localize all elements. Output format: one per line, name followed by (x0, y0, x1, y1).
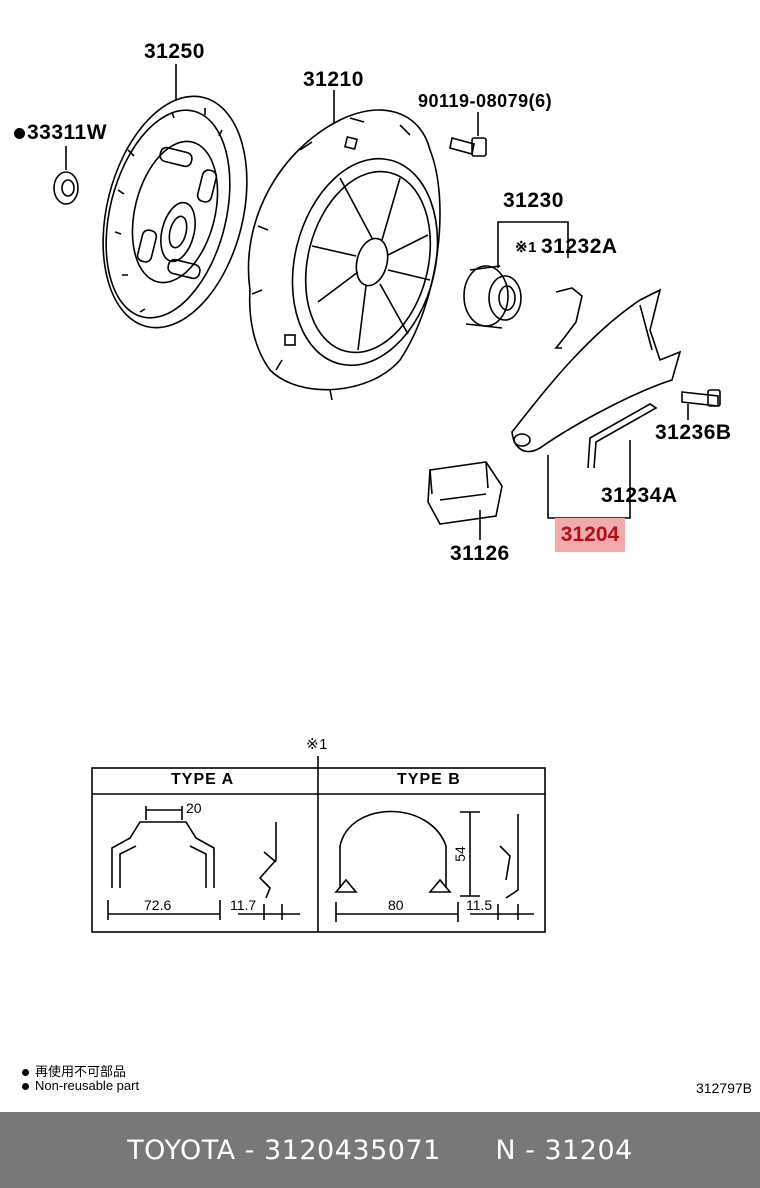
clip-drawing (554, 287, 583, 349)
footer-gap (441, 1135, 496, 1166)
leader-31230 (497, 221, 569, 268)
dim-b-width: 80 (388, 897, 404, 913)
dim-a-top: 20 (186, 800, 202, 816)
footer-part-number: 3120435071 (264, 1134, 441, 1166)
non-reusable-bullet-icon (14, 127, 25, 139)
release-fork-drawing (511, 288, 682, 453)
dim-a-clip: 11.7 (230, 897, 257, 913)
footer-bar: TOYOTA - 3120435071 N - 31204 (0, 1112, 760, 1188)
dim-a-width: 72.6 (144, 897, 172, 913)
dim-b-height: 54 (451, 846, 468, 862)
part-label-31250[interactable]: 31250 (144, 40, 205, 63)
note-jp-text: 再使用不可部品 (35, 1064, 127, 1079)
type-b-header: TYPE B (397, 771, 461, 788)
note-jp: 再使用不可部品 (22, 1061, 126, 1080)
type-a-header: TYPE A (171, 771, 235, 788)
boot-drawing (427, 461, 503, 525)
footer-sep: - (235, 1134, 265, 1166)
part-label-31126[interactable]: 31126 (450, 542, 510, 565)
clutch-disc-drawing (102, 95, 248, 329)
pivot-bolt-drawing (681, 389, 721, 407)
note-en-text: Non-reusable part (35, 1078, 140, 1093)
bullet-icon (22, 1083, 29, 1091)
detail-table (91, 756, 546, 933)
detail-ref-mark: ※1 (306, 736, 328, 753)
part-label-31236b[interactable]: 31236B (655, 421, 732, 444)
diagram-id: 312797B (695, 1080, 752, 1096)
note-en: Non-reusable part (22, 1078, 139, 1093)
parts-diagram (53, 64, 721, 933)
part-mark-31232a: ※1 (515, 239, 537, 256)
pilot-bearing-drawing (53, 171, 79, 205)
part-label-31230[interactable]: 31230 (503, 189, 564, 212)
part-label-31204-highlighted[interactable]: 31204 (555, 518, 625, 552)
part-label-90119[interactable]: 90119-08079(6) (418, 91, 553, 111)
pressure-plate-drawing (247, 109, 441, 401)
dim-b-clip: 11.5 (466, 897, 493, 913)
bullet-icon (22, 1069, 29, 1077)
release-bearing-drawing (463, 265, 522, 329)
footer-brand: TOYOTA (127, 1134, 236, 1166)
part-label-31232a[interactable]: 31232A (541, 235, 618, 258)
part-label-31234a[interactable]: 31234A (601, 484, 678, 507)
fork-spring-drawing (587, 403, 658, 469)
type-b-clip-drawing (334, 810, 534, 922)
part-label-33311w[interactable]: 33311W (14, 121, 107, 145)
part-label-31210[interactable]: 31210 (303, 68, 364, 91)
bolt-drawing (449, 137, 487, 157)
footer-n-code: N - 31204 (495, 1134, 633, 1166)
type-a-clip-drawing (107, 806, 300, 920)
part-number-33311w: 33311W (27, 121, 108, 144)
